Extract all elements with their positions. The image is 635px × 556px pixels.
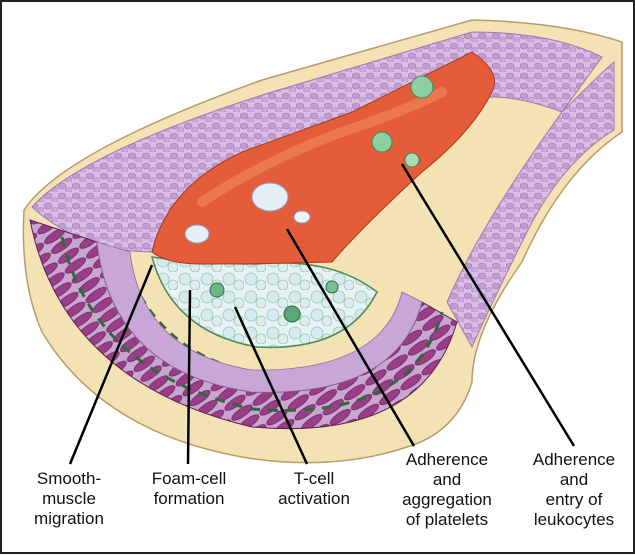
leukocyte-3 <box>405 153 419 167</box>
leukocyte-2 <box>372 132 392 152</box>
label-leukocyte-entry: Adherence and entry of leukocytes <box>518 450 630 530</box>
platelet-aggregate-3 <box>294 211 310 223</box>
label-platelet-aggregation: Adherence and aggregation of platelets <box>387 450 507 530</box>
t-cell-3 <box>326 281 338 293</box>
leukocyte-1 <box>411 76 433 98</box>
label-smooth-muscle-migration: Smooth- muscle migration <box>14 469 124 529</box>
platelet-aggregate-2 <box>185 225 209 243</box>
t-cell-1 <box>210 283 224 297</box>
t-cell-2 <box>284 306 300 322</box>
platelet-aggregate-1 <box>252 183 288 211</box>
label-t-cell-activation: T-cell activation <box>264 469 364 509</box>
label-foam-cell-formation: Foam-cell formation <box>134 469 244 509</box>
